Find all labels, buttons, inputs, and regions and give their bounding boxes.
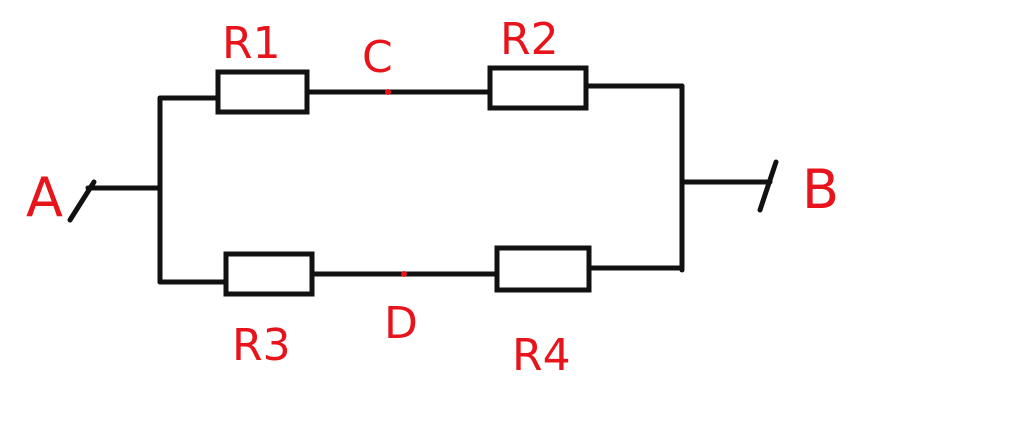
node-d-label: D (384, 298, 418, 349)
terminal-b-tick (757, 159, 779, 213)
terminal-a-label: A (26, 166, 63, 229)
resistor-r4-label: R4 (512, 330, 571, 381)
resistor-r2 (487, 65, 589, 111)
resistor-r3-label: R3 (232, 320, 291, 371)
resistor-r1 (215, 69, 310, 115)
resistor-r1-label: R1 (222, 18, 281, 69)
node-d-dot (401, 271, 407, 277)
terminal-b-label: B (802, 158, 839, 221)
resistor-r4 (494, 245, 592, 293)
resistor-r2-label: R2 (500, 14, 559, 65)
resistor-r3 (223, 251, 315, 297)
node-c-dot (385, 89, 391, 95)
node-c-label: C (362, 32, 393, 83)
